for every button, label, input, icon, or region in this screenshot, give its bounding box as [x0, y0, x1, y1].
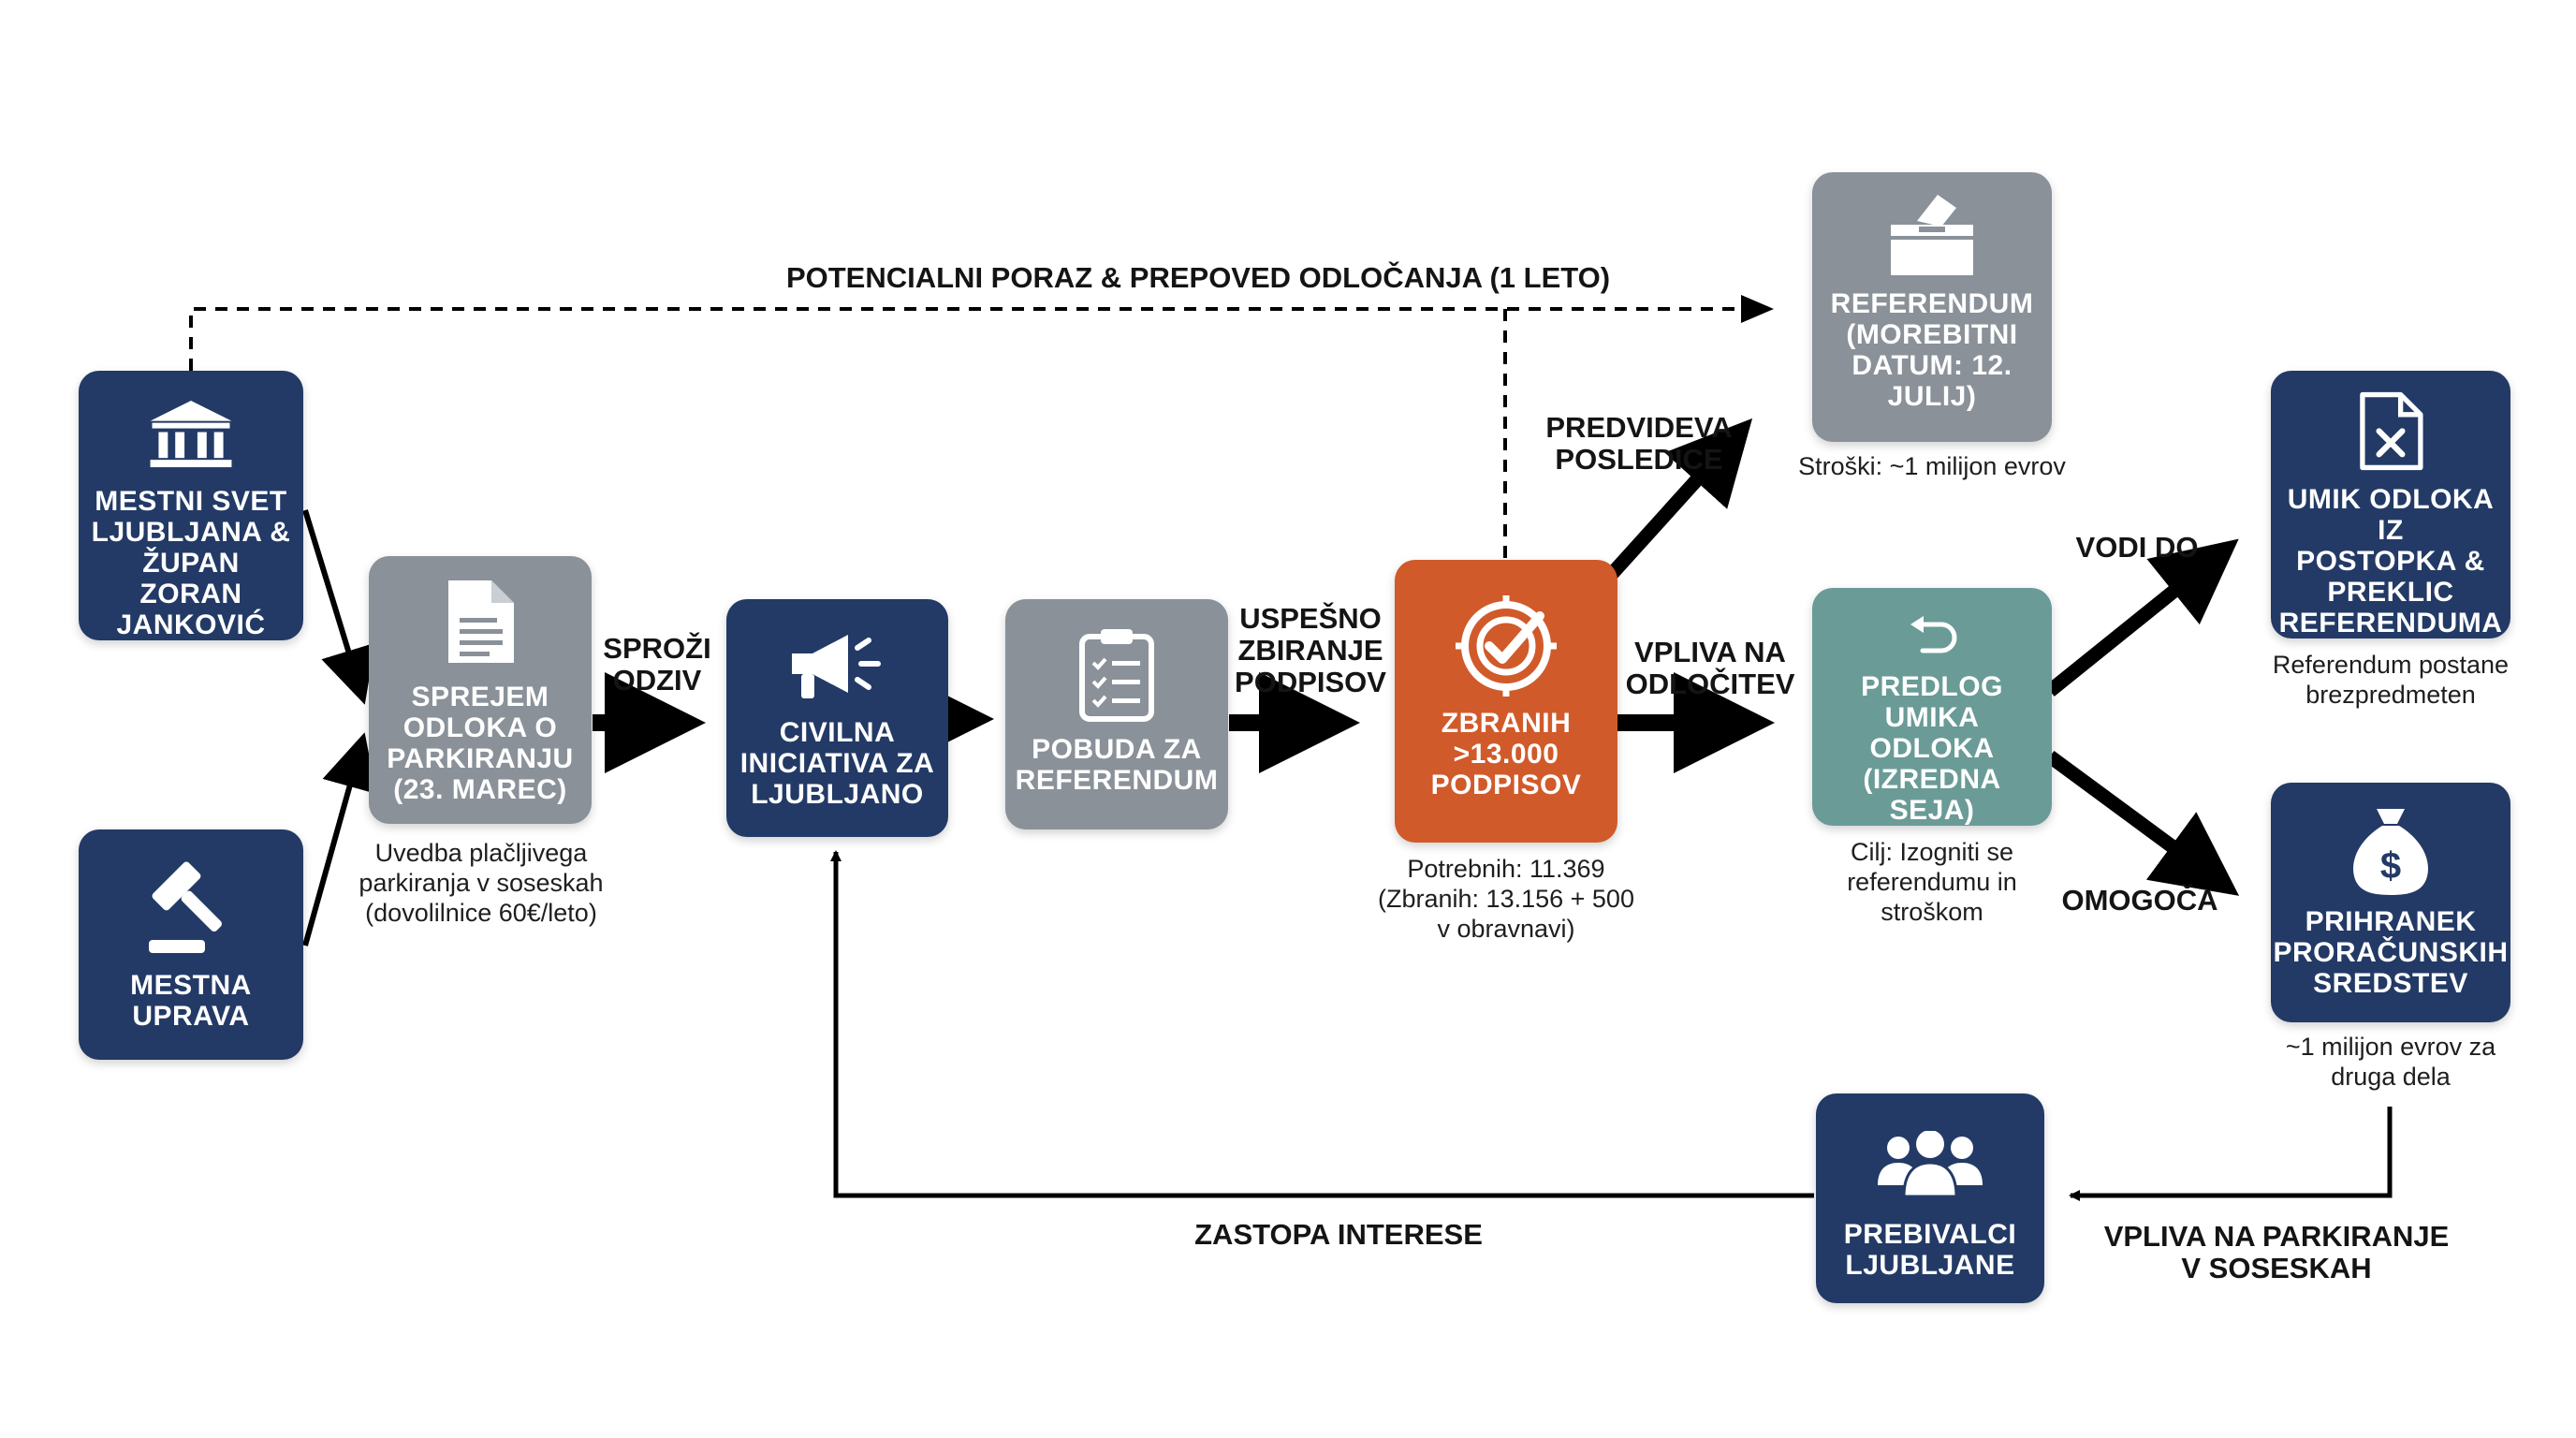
- edge-prihranek-to-prebivalci: [2069, 1107, 2393, 1201]
- node-label: UMIK ODLOKA IZ POSTOPKA & PREKLIC REFERE…: [2278, 484, 2503, 638]
- megaphone-icon: [791, 635, 881, 698]
- edge-label-potencialni: POTENCIALNI PORAZ & PREPOVED ODLOČANJA (…: [785, 261, 1611, 294]
- note-umik: Referendum postane brezpredmeten: [2272, 651, 2510, 709]
- undo-arrow-icon: [1910, 616, 1957, 653]
- note-predlog: Cilj: Izogniti se referendumu in stroško…: [1847, 838, 2017, 926]
- edge-predlog-to-umik: [2045, 538, 2239, 697]
- node-label: MESTNI SVET LJUBLJANA & ŽUPAN ZORAN JANK…: [91, 486, 291, 640]
- file-x-icon: [2360, 391, 2423, 471]
- edge-label-sprozi: SPROŽI ODZIV: [603, 632, 711, 697]
- node-label: MESTNA UPRAVA: [130, 970, 252, 1032]
- node-predlog-umika: PREDLOG UMIKA ODLOKA (IZREDNA SEJA): [1812, 588, 2052, 826]
- node-label: PRIHRANEK PRORAČUNSKIH SREDSTEV: [2273, 906, 2509, 999]
- edge-label-vpliva-parkiranje: VPLIVA NA PARKIRANJE V SOSESKAH: [2103, 1220, 2450, 1284]
- building-icon: [150, 400, 232, 468]
- edge-predlog-to-prihranek: [2045, 750, 2240, 896]
- node-label: REFERENDUM (MOREBITNI DATUM: 12. JULIJ): [1830, 288, 2034, 412]
- node-label: CIVILNA INICIATIVA ZA LJUBLJANO: [739, 717, 935, 810]
- node-label: ZBRANIH >13.000 PODPISOV: [1430, 708, 1582, 800]
- node-label: PREDLOG UMIKA ODLOKA (IZREDNA SEJA): [1861, 671, 2003, 826]
- target-check-icon: [1456, 595, 1557, 697]
- clipboard-icon: [1079, 629, 1154, 722]
- node-pobuda: POBUDA ZA REFERENDUM: [1005, 599, 1228, 829]
- dashed-edge-potencialni: [189, 307, 1764, 371]
- node-umik-odloka: UMIK ODLOKA IZ POSTOPKA & PREKLIC REFERE…: [2271, 371, 2510, 638]
- ballot-box-icon: [1891, 195, 1973, 275]
- edge-label-uspesno: USPEŠNO ZBIRANJE PODPISOV: [1235, 602, 1386, 698]
- note-referendum: Stroški: ~1 milijon evrov: [1798, 452, 2066, 480]
- people-icon: [1878, 1131, 1983, 1198]
- edge-uprava-to-sprejem: [302, 732, 377, 946]
- note-zbranih: Potrebnih: 11.369 (Zbranih: 13.156 + 500…: [1378, 855, 1634, 943]
- node-prihranek: $ PRIHRANEK PRORAČUNSKIH SREDSTEV: [2271, 783, 2510, 1022]
- edge-svet-to-sprejem: [302, 509, 375, 705]
- node-mestni-svet: MESTNI SVET LJUBLJANA & ŽUPAN ZORAN JANK…: [79, 371, 303, 640]
- node-prebivalci: PREBIVALCI LJUBLJANE: [1816, 1093, 2044, 1303]
- node-label: PREBIVALCI LJUBLJANE: [1843, 1219, 2017, 1281]
- node-label: POBUDA ZA REFERENDUM: [1015, 734, 1219, 796]
- edge-label-predvideva: PREDVIDEVA POSLEDICE: [1545, 411, 1733, 476]
- node-mestna-uprava: MESTNA UPRAVA: [79, 829, 303, 1060]
- money-bag-icon: $: [2353, 809, 2428, 895]
- svg-text:$: $: [2380, 845, 2401, 887]
- edge-label-zastopa: ZASTOPA INTERESE: [1194, 1218, 1483, 1251]
- edge-label-vpliva-odlocitev: VPLIVA NA ODLOČITEV: [1625, 636, 1795, 700]
- note-prihranek: ~1 milijon evrov za druga dela: [2285, 1033, 2496, 1091]
- node-zbranih-podpisov: ZBRANIH >13.000 PODPISOV: [1395, 560, 1617, 843]
- node-sprejem: SPREJEM ODLOKA O PARKIRANJU (23. MAREC): [369, 556, 592, 824]
- edge-label-omogoca: OMOGOČA: [2061, 884, 2218, 917]
- edge-label-vodi-do: VODI DO: [2075, 531, 2199, 564]
- edge-zbranih-to-referendum: [1606, 418, 1753, 580]
- node-label: SPREJEM ODLOKA O PARKIRANJU (23. MAREC): [387, 682, 574, 805]
- node-referendum: REFERENDUM (MOREBITNI DATUM: 12. JULIJ): [1812, 172, 2052, 442]
- node-civilna-iniciativa: CIVILNA INICIATIVA ZA LJUBLJANO: [726, 599, 948, 837]
- gavel-icon: [149, 861, 222, 953]
- dashed-edge-arrowhead: [1741, 295, 1774, 323]
- document-icon: [448, 580, 514, 663]
- note-sprejem: Uvedba plačljivega parkiranja v soseskah…: [359, 839, 604, 927]
- edge-prebivalci-to-civilna: [830, 850, 1814, 1198]
